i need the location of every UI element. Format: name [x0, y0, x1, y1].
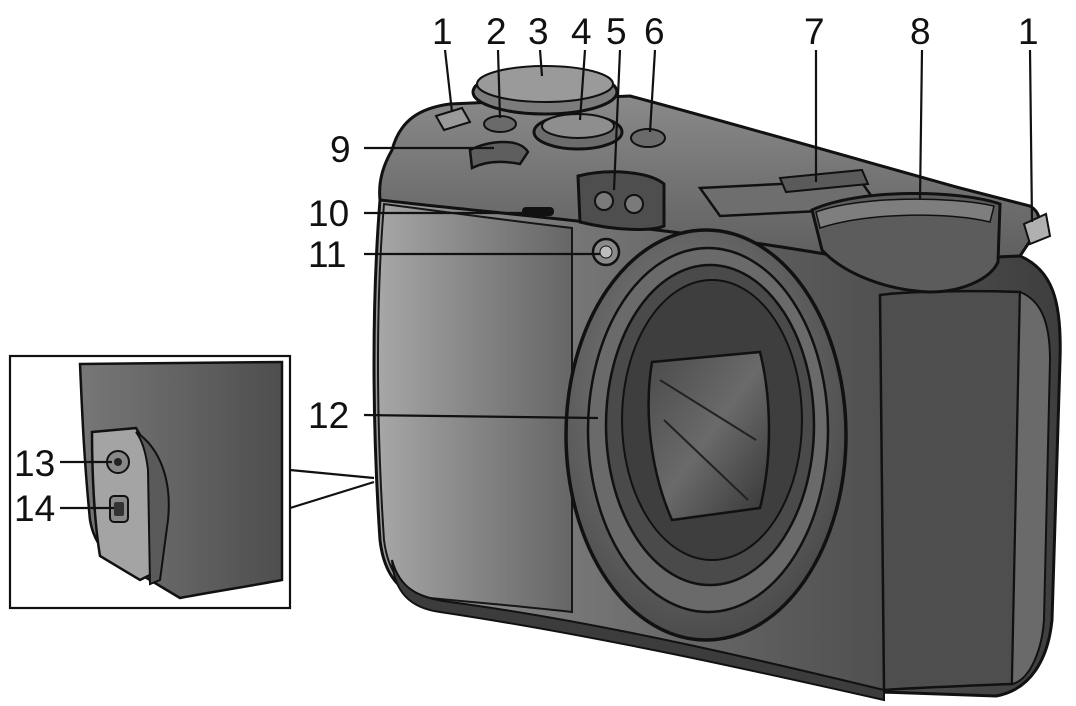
callout-3: 3 [528, 11, 549, 52]
callout-8: 8 [910, 11, 931, 52]
callout-1-right: 1 [1018, 11, 1039, 52]
camera-bottom-lip [391, 559, 885, 702]
strap-eyelet-left [434, 106, 472, 132]
lens-assembly [564, 228, 848, 642]
callout-10: 10 [308, 193, 349, 234]
power-button [630, 128, 666, 148]
leader-lines [60, 49, 1034, 510]
microphone [522, 207, 554, 216]
callout-2: 2 [486, 11, 507, 52]
af-window [576, 170, 666, 231]
callout-9: 9 [330, 129, 351, 170]
camera-right-panel [878, 289, 1022, 692]
callout-11: 11 [308, 234, 346, 275]
camera-body [372, 65, 1062, 702]
strap-eyelet-right [1022, 212, 1052, 246]
callout-labels: 1 2 3 4 5 6 7 8 1 9 10 11 12 13 14 [14, 11, 1039, 529]
inset-panel [8, 354, 375, 610]
callout-4: 4 [571, 11, 592, 52]
callout-14: 14 [14, 488, 55, 529]
callout-6: 6 [644, 11, 665, 52]
callout-12: 12 [308, 395, 349, 436]
lens-barrier [647, 350, 771, 522]
camera-grip [377, 202, 573, 614]
callout-5: 5 [606, 11, 627, 52]
callout-1-left: 1 [432, 11, 453, 52]
zoom-lever [483, 115, 517, 133]
callout-7: 7 [804, 11, 825, 52]
camera-side-edge [1010, 290, 1052, 686]
callout-13: 13 [14, 443, 55, 484]
